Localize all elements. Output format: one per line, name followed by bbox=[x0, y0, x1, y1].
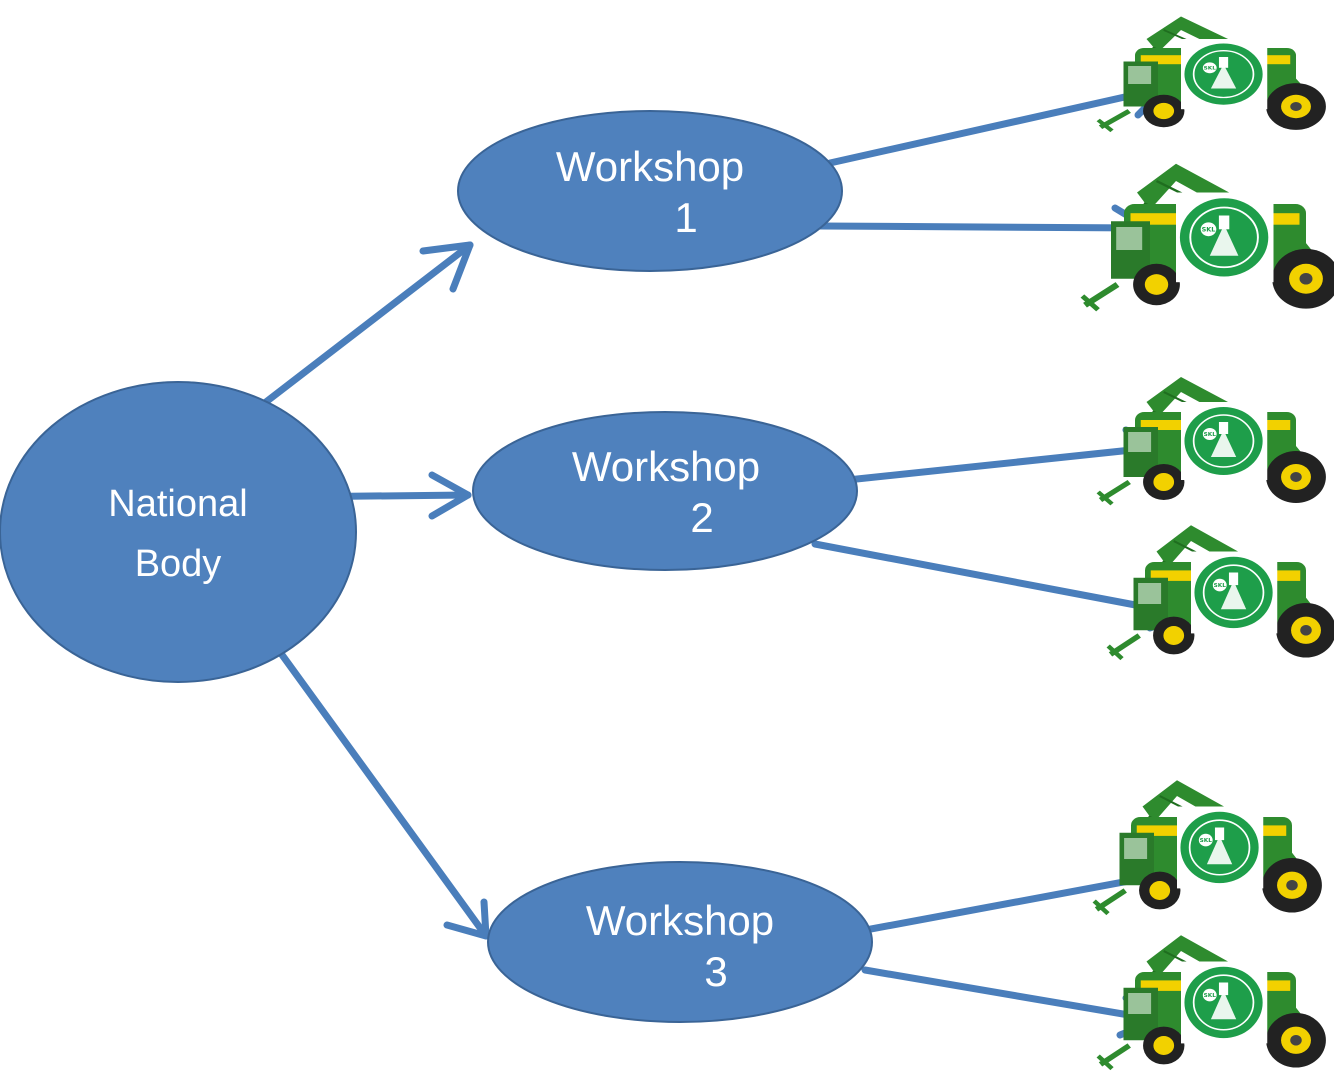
node-workshop-1-label-line1: Workshop bbox=[556, 143, 744, 190]
node-workshop-3-label-line2: 3 bbox=[704, 948, 727, 995]
node-national-body: National Body bbox=[0, 381, 357, 683]
node-national-body-label-line1: National bbox=[108, 483, 247, 525]
connector-workshop-3-to-sprayer-6 bbox=[861, 966, 1162, 1039]
connector-national-to-workshop-1 bbox=[258, 241, 474, 409]
sprayer-image-6 bbox=[1098, 935, 1326, 1068]
sprayer-image-5 bbox=[1094, 780, 1322, 913]
node-workshop-2: Workshop 2 bbox=[472, 411, 858, 571]
sprayer-image-4 bbox=[1108, 525, 1334, 658]
node-workshop-1-label-line2: 1 bbox=[674, 194, 697, 241]
sprayer-image-3 bbox=[1098, 377, 1326, 504]
sprayer-image-1 bbox=[1098, 17, 1326, 131]
connector-workshop-2-to-sprayer-4 bbox=[811, 540, 1192, 632]
connector-workshop-1-to-sprayer-2 bbox=[816, 204, 1152, 254]
sprayer-image-2 bbox=[1082, 164, 1334, 310]
node-workshop-3-label-line1: Workshop bbox=[586, 897, 774, 944]
node-national-body-label-line2: Body bbox=[135, 543, 222, 585]
node-workshop-2-label-line2: 2 bbox=[690, 494, 713, 541]
node-workshop-3: Workshop 3 bbox=[487, 861, 873, 1023]
node-workshop-1: Workshop 1 bbox=[457, 110, 843, 272]
node-workshop-2-label-line1: Workshop bbox=[572, 443, 760, 490]
